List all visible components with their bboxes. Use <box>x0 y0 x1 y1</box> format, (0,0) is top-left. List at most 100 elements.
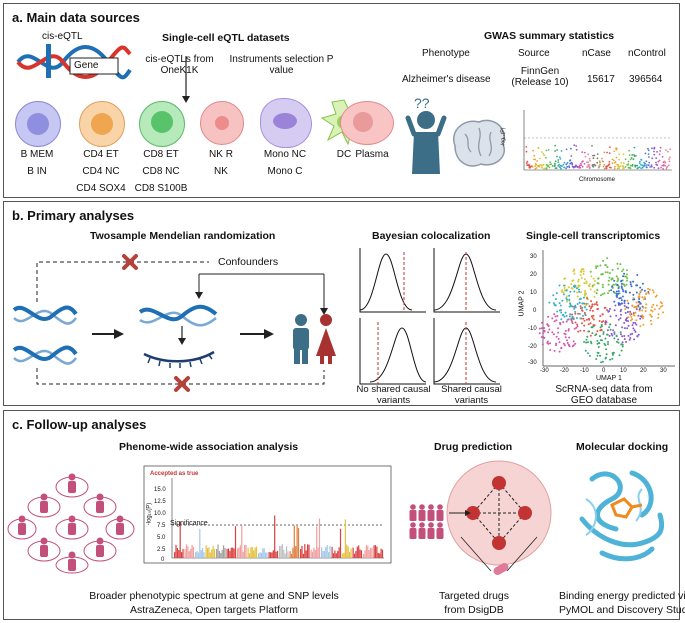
umap-point <box>599 315 602 317</box>
umap-point <box>613 332 616 335</box>
umap-point <box>603 342 606 345</box>
gwas-point <box>639 160 641 163</box>
gwas-point <box>649 166 651 168</box>
umap-ytick: -10 <box>528 326 537 332</box>
phewas-bar <box>310 549 312 558</box>
umap-point <box>613 300 616 303</box>
gwas-point <box>606 165 609 168</box>
umap-point <box>617 278 620 281</box>
phewas-ytick: 2.5 <box>157 547 166 553</box>
umap-point <box>583 340 586 343</box>
gwas-point <box>534 162 537 165</box>
gwas-point <box>571 165 574 168</box>
umap-point <box>538 327 541 330</box>
umap-point <box>589 340 592 343</box>
umap-point <box>572 279 575 282</box>
umap-point <box>555 342 558 345</box>
phewas-bar <box>221 549 223 558</box>
patient-head-icon <box>419 504 425 510</box>
umap-point <box>543 327 546 329</box>
gwas-point <box>653 166 656 169</box>
phewas-bar <box>290 553 293 558</box>
umap-point <box>601 286 604 289</box>
gwas-point <box>589 160 591 162</box>
umap-point <box>554 298 557 301</box>
phewas-bar <box>209 552 211 558</box>
gwas-point <box>618 158 620 161</box>
gwas-point <box>660 166 662 169</box>
umap-point <box>593 303 596 306</box>
gwas-point <box>614 165 616 168</box>
umap-point <box>599 354 602 357</box>
umap-point <box>587 285 590 287</box>
umap-point <box>621 343 624 346</box>
umap-point <box>603 292 606 295</box>
umap-point <box>540 336 543 339</box>
gwas-point <box>656 151 658 153</box>
umap-point <box>570 317 573 320</box>
gwas-point <box>668 158 670 160</box>
gwas-point <box>651 157 654 160</box>
umap-ytick: 20 <box>530 272 537 278</box>
phewas-bar <box>266 552 268 558</box>
umap-point <box>632 321 635 324</box>
umap-point <box>621 295 624 298</box>
umap-point <box>627 334 630 337</box>
umap-point <box>577 284 580 287</box>
phewas-bar <box>364 550 366 558</box>
gwas-point <box>622 162 625 165</box>
gwas-point <box>533 158 535 161</box>
gwas-point <box>565 167 567 170</box>
instruments-label: Instruments selection P value <box>229 54 334 76</box>
umap-point <box>578 288 580 291</box>
gwas-point <box>548 166 551 169</box>
phewas-bar <box>274 515 276 558</box>
umap-point <box>623 284 626 287</box>
umap-point <box>655 304 658 307</box>
person-body-icon <box>116 523 124 535</box>
gwas-point <box>528 166 531 169</box>
phewas-bar <box>263 548 265 558</box>
phewas-bar <box>188 551 190 558</box>
phewas-bar <box>289 551 291 558</box>
umap-point <box>626 311 629 313</box>
phewas-bar <box>323 551 325 558</box>
umap-point <box>571 313 573 316</box>
umap-point <box>563 332 566 335</box>
gwas-point <box>525 146 528 148</box>
umap-point <box>556 315 559 317</box>
gwas-point <box>533 154 536 157</box>
gwas-point <box>620 162 623 164</box>
gwas-point <box>598 165 601 168</box>
phewas-bar <box>287 551 289 558</box>
umap-point <box>566 298 569 301</box>
gwas-point <box>583 162 586 165</box>
gwas-point <box>630 157 633 159</box>
phewas-bar <box>197 552 199 558</box>
phewas-bar <box>254 547 256 558</box>
umap-point <box>621 345 624 348</box>
phewas-bar <box>325 547 327 558</box>
drug-title: Drug prediction <box>434 441 513 453</box>
phewas-bar <box>178 550 180 558</box>
umap-point <box>583 278 586 281</box>
umap-point <box>602 320 605 323</box>
umap-point <box>549 342 552 345</box>
mr-title: Twosample Mendelian randomization <box>90 230 276 242</box>
umap-xtick: 0 <box>602 368 606 374</box>
gwas-point <box>647 147 649 150</box>
umap-point <box>572 340 575 343</box>
phewas-bar <box>334 550 336 558</box>
gwas-point <box>588 167 591 170</box>
coloc-plots <box>359 248 500 385</box>
sct-title: Single-cell transcriptomics <box>526 230 661 242</box>
umap-point <box>557 331 560 334</box>
gwas-point <box>627 163 630 166</box>
phewas-bar <box>212 545 214 558</box>
umap-point <box>615 314 618 317</box>
phewas-bar <box>367 545 369 558</box>
phewas-bar <box>338 547 340 558</box>
phewas-bar <box>218 550 220 558</box>
umap-point <box>581 322 583 325</box>
umap-point <box>583 290 586 292</box>
